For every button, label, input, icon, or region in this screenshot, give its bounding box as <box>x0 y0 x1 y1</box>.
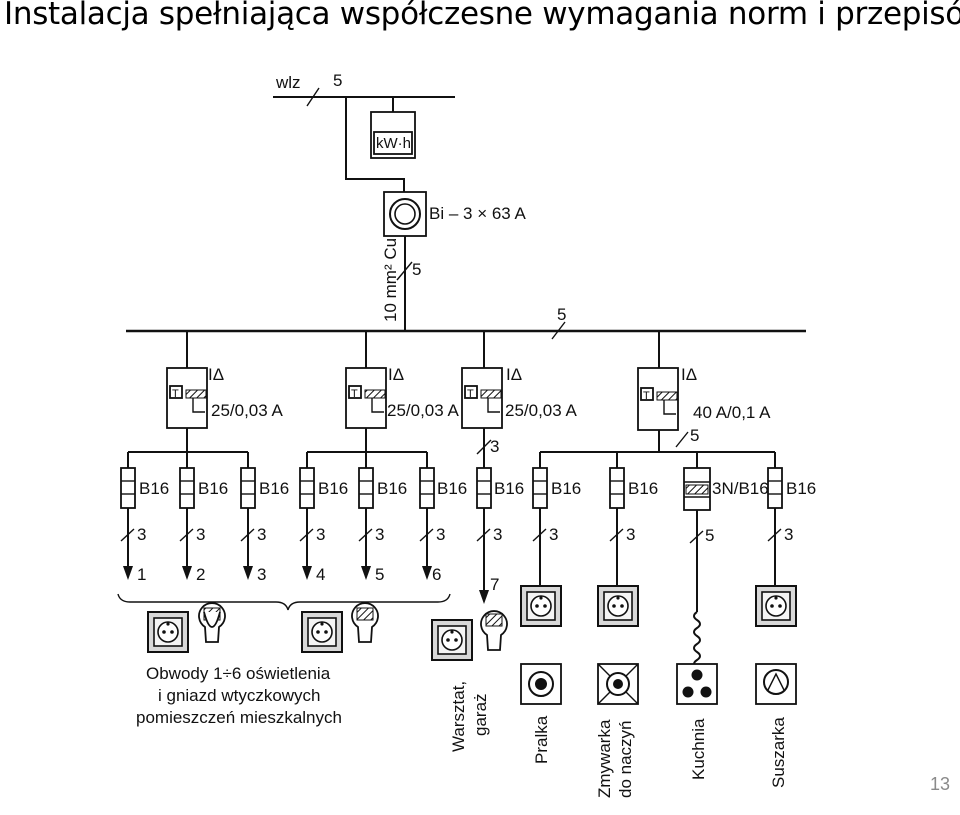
meter-label: kW·h <box>376 135 411 152</box>
breaker-5-label: B16 <box>377 479 407 498</box>
socket-icon <box>431 619 473 661</box>
breaker-7-label: B16 <box>494 479 524 498</box>
suszarka-label: Suszarka <box>769 717 788 788</box>
main-cable: 5 10 mm² Cu <box>381 236 421 331</box>
rcd-2-symbol: IΔ <box>388 365 404 384</box>
breaker-2: B16 3 2 <box>179 452 228 584</box>
light-bulb-icon <box>480 610 508 651</box>
washing-machine-icon <box>520 663 562 705</box>
light-bulb-icon <box>198 602 226 643</box>
dishwasher-icon <box>597 663 639 705</box>
circuit-3-label: 3 <box>257 565 266 584</box>
main-breaker-label: Bi – 3 × 63 A <box>429 204 527 223</box>
breaker-1-count: 3 <box>137 525 146 544</box>
breaker-kuchnia: 3N/B16 5 <box>683 452 769 676</box>
breaker-3: B16 3 3 <box>240 452 289 584</box>
residential-label-1: Obwody 1÷6 oświetlenia <box>146 664 331 683</box>
breaker-2-label: B16 <box>198 479 228 498</box>
bus-conductor-count: 5 <box>557 305 566 324</box>
breaker-10-count: 5 <box>705 526 714 545</box>
residential-label-2: i gniazd wtyczkowych <box>158 686 321 705</box>
light-bulb-icon <box>351 602 379 643</box>
rcd-4-rating: 40 A/0,1 A <box>693 403 771 422</box>
breaker-6: B16 3 6 <box>419 452 467 584</box>
rcd-4-out-count: 5 <box>690 426 699 445</box>
electric-stove-icon <box>676 663 718 705</box>
breaker-11-count: 3 <box>784 525 793 544</box>
rcd-4-t: T <box>643 390 650 402</box>
pralka-label: Pralka <box>532 715 551 764</box>
circuit-5-label: 5 <box>375 565 384 584</box>
socket-icon <box>755 585 797 627</box>
breaker-8-label: B16 <box>551 479 581 498</box>
workshop-label-1: Warsztat, <box>449 681 468 752</box>
breaker-1-label: B16 <box>139 479 169 498</box>
rcd-3-t: T <box>467 388 474 400</box>
page-title: Instalacja spełniająca współczesne wymag… <box>4 0 960 32</box>
breaker-7-count: 3 <box>493 525 502 544</box>
breaker-3-count: 3 <box>257 525 266 544</box>
energy-meter: kW·h <box>370 111 416 159</box>
circuit-7-label: 7 <box>490 575 499 594</box>
page-number: 13 <box>929 774 950 794</box>
rcd-2: T IΔ 25/0,03 A <box>345 331 460 452</box>
zmywarka-label-1: Zmywarka <box>595 719 614 798</box>
circuit-2-label: 2 <box>196 565 205 584</box>
rcd-2-rating: 25/0,03 A <box>387 401 460 420</box>
rcd-3-symbol: IΔ <box>506 365 522 384</box>
supply-line: wlz 5 <box>273 71 455 192</box>
rcd-1-t: T <box>172 388 179 400</box>
cable-conductor-count: 5 <box>412 260 421 279</box>
rcd-3: T IΔ 25/0,03 A 3 <box>461 331 578 468</box>
breaker-suszarka: B16 3 <box>767 452 816 586</box>
rcd-3-out-count: 3 <box>490 437 499 456</box>
breaker-zmywarka: B16 3 <box>609 452 658 586</box>
rcd-2-t: T <box>351 388 358 400</box>
rcd-4-symbol: IΔ <box>681 365 697 384</box>
breaker-9-label: B16 <box>628 479 658 498</box>
breaker-2-count: 3 <box>196 525 205 544</box>
workshop-label-2: garaż <box>471 693 490 736</box>
breaker-1: B16 3 1 <box>120 452 169 584</box>
kuchnia-label: Kuchnia <box>689 718 708 780</box>
cable-label: 10 mm² Cu <box>381 238 400 322</box>
rcd-3-rating: 25/0,03 A <box>505 401 578 420</box>
main-breaker: Bi – 3 × 63 A <box>383 191 527 237</box>
socket-icon <box>597 585 639 627</box>
dryer-icon <box>755 663 797 705</box>
wlz-conductor-count: 5 <box>333 71 342 90</box>
breaker-4-label: B16 <box>318 479 348 498</box>
breaker-5-count: 3 <box>375 525 384 544</box>
circuits-brace <box>117 593 451 611</box>
breaker-5: B16 3 5 <box>358 452 407 584</box>
socket-icon <box>147 611 189 653</box>
rcd-4: T IΔ 40 A/0,1 A 5 <box>637 331 771 452</box>
wlz-label: wlz <box>275 73 301 92</box>
residential-label-3: pomieszczeń mieszkalnych <box>136 708 342 727</box>
breaker-4-count: 3 <box>316 525 325 544</box>
breaker-3-label: B16 <box>259 479 289 498</box>
rcd-1: T IΔ 25/0,03 A <box>166 331 284 452</box>
breaker-6-count: 3 <box>436 525 445 544</box>
circuit-6-label: 6 <box>432 565 441 584</box>
circuit-4-label: 4 <box>316 565 325 584</box>
breaker-4: B16 3 4 <box>299 452 348 584</box>
breaker-6-label: B16 <box>437 479 467 498</box>
zmywarka-label-2: do naczyń <box>616 721 635 799</box>
breaker-8-count: 3 <box>549 525 558 544</box>
circuit-1-label: 1 <box>137 565 146 584</box>
breaker-9-count: 3 <box>626 525 635 544</box>
rcd-1-rating: 25/0,03 A <box>211 401 284 420</box>
breaker-7: B16 3 7 <box>476 467 524 604</box>
socket-icon <box>520 585 562 627</box>
breaker-10-label: 3N/B16 <box>712 479 769 498</box>
socket-icon <box>301 611 343 653</box>
breaker-11-label: B16 <box>786 479 816 498</box>
rcd-1-symbol: IΔ <box>208 365 224 384</box>
breaker-pralka: B16 3 <box>532 452 581 586</box>
distribution-bus: 5 <box>126 305 806 340</box>
